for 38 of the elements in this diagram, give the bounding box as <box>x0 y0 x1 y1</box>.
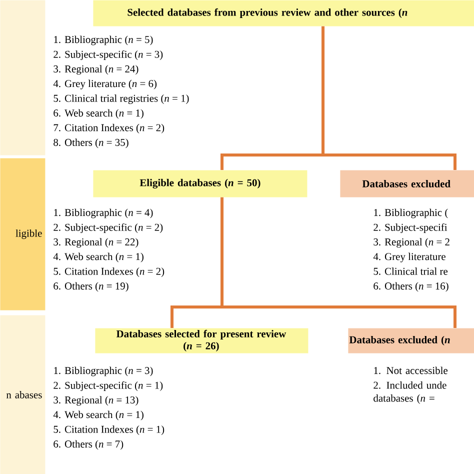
list-item: 4. Web search (n = 1) <box>53 252 144 262</box>
list-item: 6. Web search (n = 1) <box>54 109 144 119</box>
list-item: 5. Clinical trial re <box>374 268 448 275</box>
list-item: 6. Others (n = 7) <box>54 440 124 450</box>
list-item: 2. Subject-specific (n = 2) <box>54 223 163 233</box>
list-item: 4. Grey literature <box>373 252 446 262</box>
process-box: Databases excluded <box>340 170 474 198</box>
process-box: Databases selected for present review (n = 26) <box>95 328 308 354</box>
side-band <box>0 0 46 156</box>
list-item: 3. Regional (n = 2 <box>374 238 450 248</box>
list-item: 3. Regional (n = 22) <box>54 238 138 248</box>
connector-line <box>322 26 456 170</box>
list-item: 2. Subject-specific (n = 1) <box>54 381 163 391</box>
list-item: 7. Citation Indexes (n = 2) <box>54 124 164 134</box>
side-band: n abases <box>0 315 46 474</box>
list-item: 5. Clinical trial registries (n = 1) <box>54 94 189 104</box>
list-item: 8. Others (n = 35) <box>54 138 128 148</box>
list-item: 1. Bibliographic (n = 5) <box>54 36 153 46</box>
list-item: 2. Subject-specific (n = 3) <box>54 50 163 60</box>
list-item: 3. Regional (n = 24) <box>54 65 138 75</box>
connector-line <box>220 197 456 328</box>
list-item: 6. Others (n = 19) <box>54 282 128 292</box>
process-box: Selected databases from previous review and other sources (n <box>93 0 474 26</box>
list-item: 6. Others (n = 16) <box>374 282 448 292</box>
process-box: Databases excluded (n <box>348 328 474 354</box>
list-item: 1. Not accessible <box>374 366 448 374</box>
list-item: 4. Web search (n = 1) <box>53 410 144 420</box>
list-item: 5. Citation Indexes (n = 2) <box>54 268 164 277</box>
process-box: Eligible databases (n = 50) <box>93 170 308 198</box>
side-band: ligible <box>0 158 46 310</box>
list-item: 5. Citation Indexes (n = 1) <box>54 426 164 435</box>
list-item: 1. Bibliographic (n = 4) <box>54 208 153 218</box>
list-item: 3. Regional (n = 13) <box>54 396 138 406</box>
list-item: 2. Subject-specifi <box>374 223 448 233</box>
list-item: 4. Grey literature (n = 6) <box>53 80 157 90</box>
list-item: 2. Included unde databases (n = <box>374 381 446 404</box>
list-item: 1. Bibliographic (n = 3) <box>54 366 153 376</box>
list-item: 1. Bibliographic ( <box>374 208 448 218</box>
